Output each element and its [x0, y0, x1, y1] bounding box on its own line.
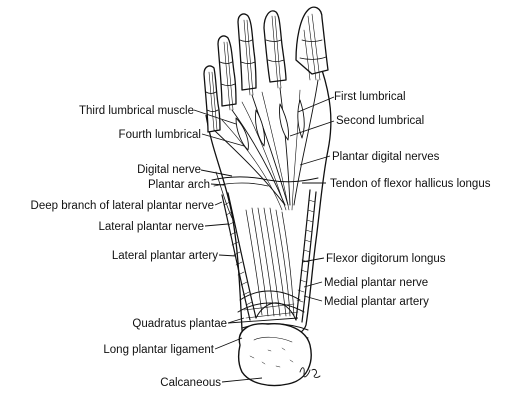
label-third-lumbrical-muscle: Third lumbrical muscle	[79, 105, 194, 117]
calcaneus	[237, 323, 312, 387]
label-deep-branch-lateral-plantar-nerve: Deep branch of lateral plantar nerve	[31, 200, 214, 212]
leader-lines	[193, 96, 335, 383]
third-toe	[237, 13, 257, 91]
label-first-lumbrical: First lumbrical	[334, 91, 406, 103]
label-quadratus-plantae: Quadratus plantae	[132, 318, 227, 330]
label-fourth-lumbrical: Fourth lumbrical	[119, 129, 201, 141]
foot-illustration	[203, 6, 332, 387]
label-calcaneous: Calcaneous	[160, 377, 221, 389]
labels: First lumbrical Third lumbrical muscle S…	[31, 91, 491, 389]
label-plantar-arch: Plantar arch	[148, 179, 210, 191]
label-lateral-plantar-nerve: Lateral plantar nerve	[99, 221, 204, 233]
label-long-plantar-ligament: Long plantar ligament	[103, 344, 214, 356]
plantar-vessels	[221, 189, 317, 323]
big-toe	[295, 6, 329, 75]
lumbricals-tendons	[213, 79, 319, 211]
label-medial-plantar-nerve: Medial plantar nerve	[324, 277, 428, 289]
toes	[203, 6, 329, 133]
label-flexor-digitorum-longus: Flexor digitorum longus	[326, 253, 446, 265]
label-second-lumbrical: Second lumbrical	[336, 115, 424, 127]
fourth-toe	[217, 35, 237, 107]
artist-signature	[299, 367, 321, 378]
label-medial-plantar-artery: Medial plantar artery	[324, 296, 429, 308]
label-tendon-flexor-hallicus-longus: Tendon of flexor hallicus longus	[330, 178, 491, 190]
fifth-toe	[203, 65, 221, 133]
label-digital-nerve: Digital nerve	[137, 164, 201, 176]
label-lateral-plantar-artery: Lateral plantar artery	[112, 250, 218, 262]
second-toe	[263, 10, 287, 83]
label-plantar-digital-nerves: Plantar digital nerves	[332, 151, 440, 163]
central-muscles	[237, 207, 305, 319]
